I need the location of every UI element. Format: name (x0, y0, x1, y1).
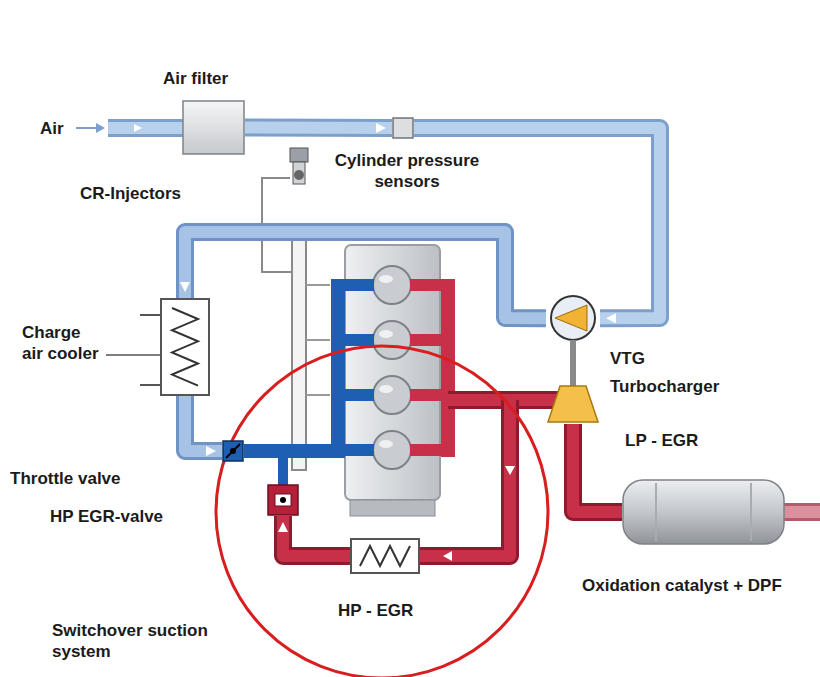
component-label: Oxidation catalyst + DPF (582, 575, 782, 596)
cooler-component: Charge air cooler (160, 298, 210, 396)
flow-arrowhead (278, 522, 288, 532)
valve-component: HP EGR-valve (267, 484, 299, 516)
flow-arrowhead (206, 446, 216, 456)
component-label: Air filter (163, 68, 228, 89)
pipe-stroke (283, 516, 350, 556)
catalyst-component: Oxidation catalyst + DPF (622, 479, 785, 545)
catalyst-shape (622, 479, 785, 545)
cooler-shape (160, 298, 210, 396)
pipe-stroke (245, 122, 392, 135)
pipe-stroke (185, 396, 222, 451)
flow-arrowhead (376, 123, 386, 133)
filter-component: Air filter (182, 100, 245, 155)
throttle-component: Throttle valve (222, 440, 244, 462)
component-label: Cylinder pressure sensors (317, 150, 497, 192)
sensor-shape (392, 117, 414, 139)
component-label: HP EGR-valve (50, 506, 163, 527)
part-label: CR-Injectors (80, 183, 181, 204)
pipe-stroke (283, 516, 350, 556)
turbo-component: VTG Turbocharger (546, 295, 600, 424)
part-label: Air (40, 118, 64, 139)
pipe-stroke (185, 232, 546, 318)
component-label: HP - EGR (338, 600, 413, 621)
pipe-stroke (185, 396, 222, 451)
egrcooler-shape (350, 538, 420, 574)
flow-arrowhead (180, 282, 190, 292)
pipe-stroke (185, 232, 546, 318)
pipe-stroke (245, 119, 392, 138)
flow-arrowhead (606, 313, 616, 323)
throttle-shape (222, 440, 244, 462)
pipe-connector (278, 516, 350, 556)
pipe-stroke (573, 424, 622, 512)
pipe-connector (180, 232, 546, 318)
pipe-connector (185, 396, 222, 456)
part-label: Switchover suction system (52, 620, 232, 662)
egrcooler-component: HP - EGR (350, 538, 420, 574)
component-label: Charge air cooler (22, 322, 102, 364)
part-label: LP - EGR (625, 430, 698, 451)
turbo-shape (546, 295, 600, 424)
pipe-connector (573, 424, 622, 512)
sensor-component: Cylinder pressure sensors (392, 117, 414, 139)
component-label: VTG Turbocharger (610, 345, 745, 401)
component-label: Throttle valve (10, 468, 121, 489)
filter-shape (182, 100, 245, 155)
pipe-connector (245, 123, 392, 133)
pipe-stroke (573, 424, 622, 512)
valve-shape (267, 484, 299, 516)
